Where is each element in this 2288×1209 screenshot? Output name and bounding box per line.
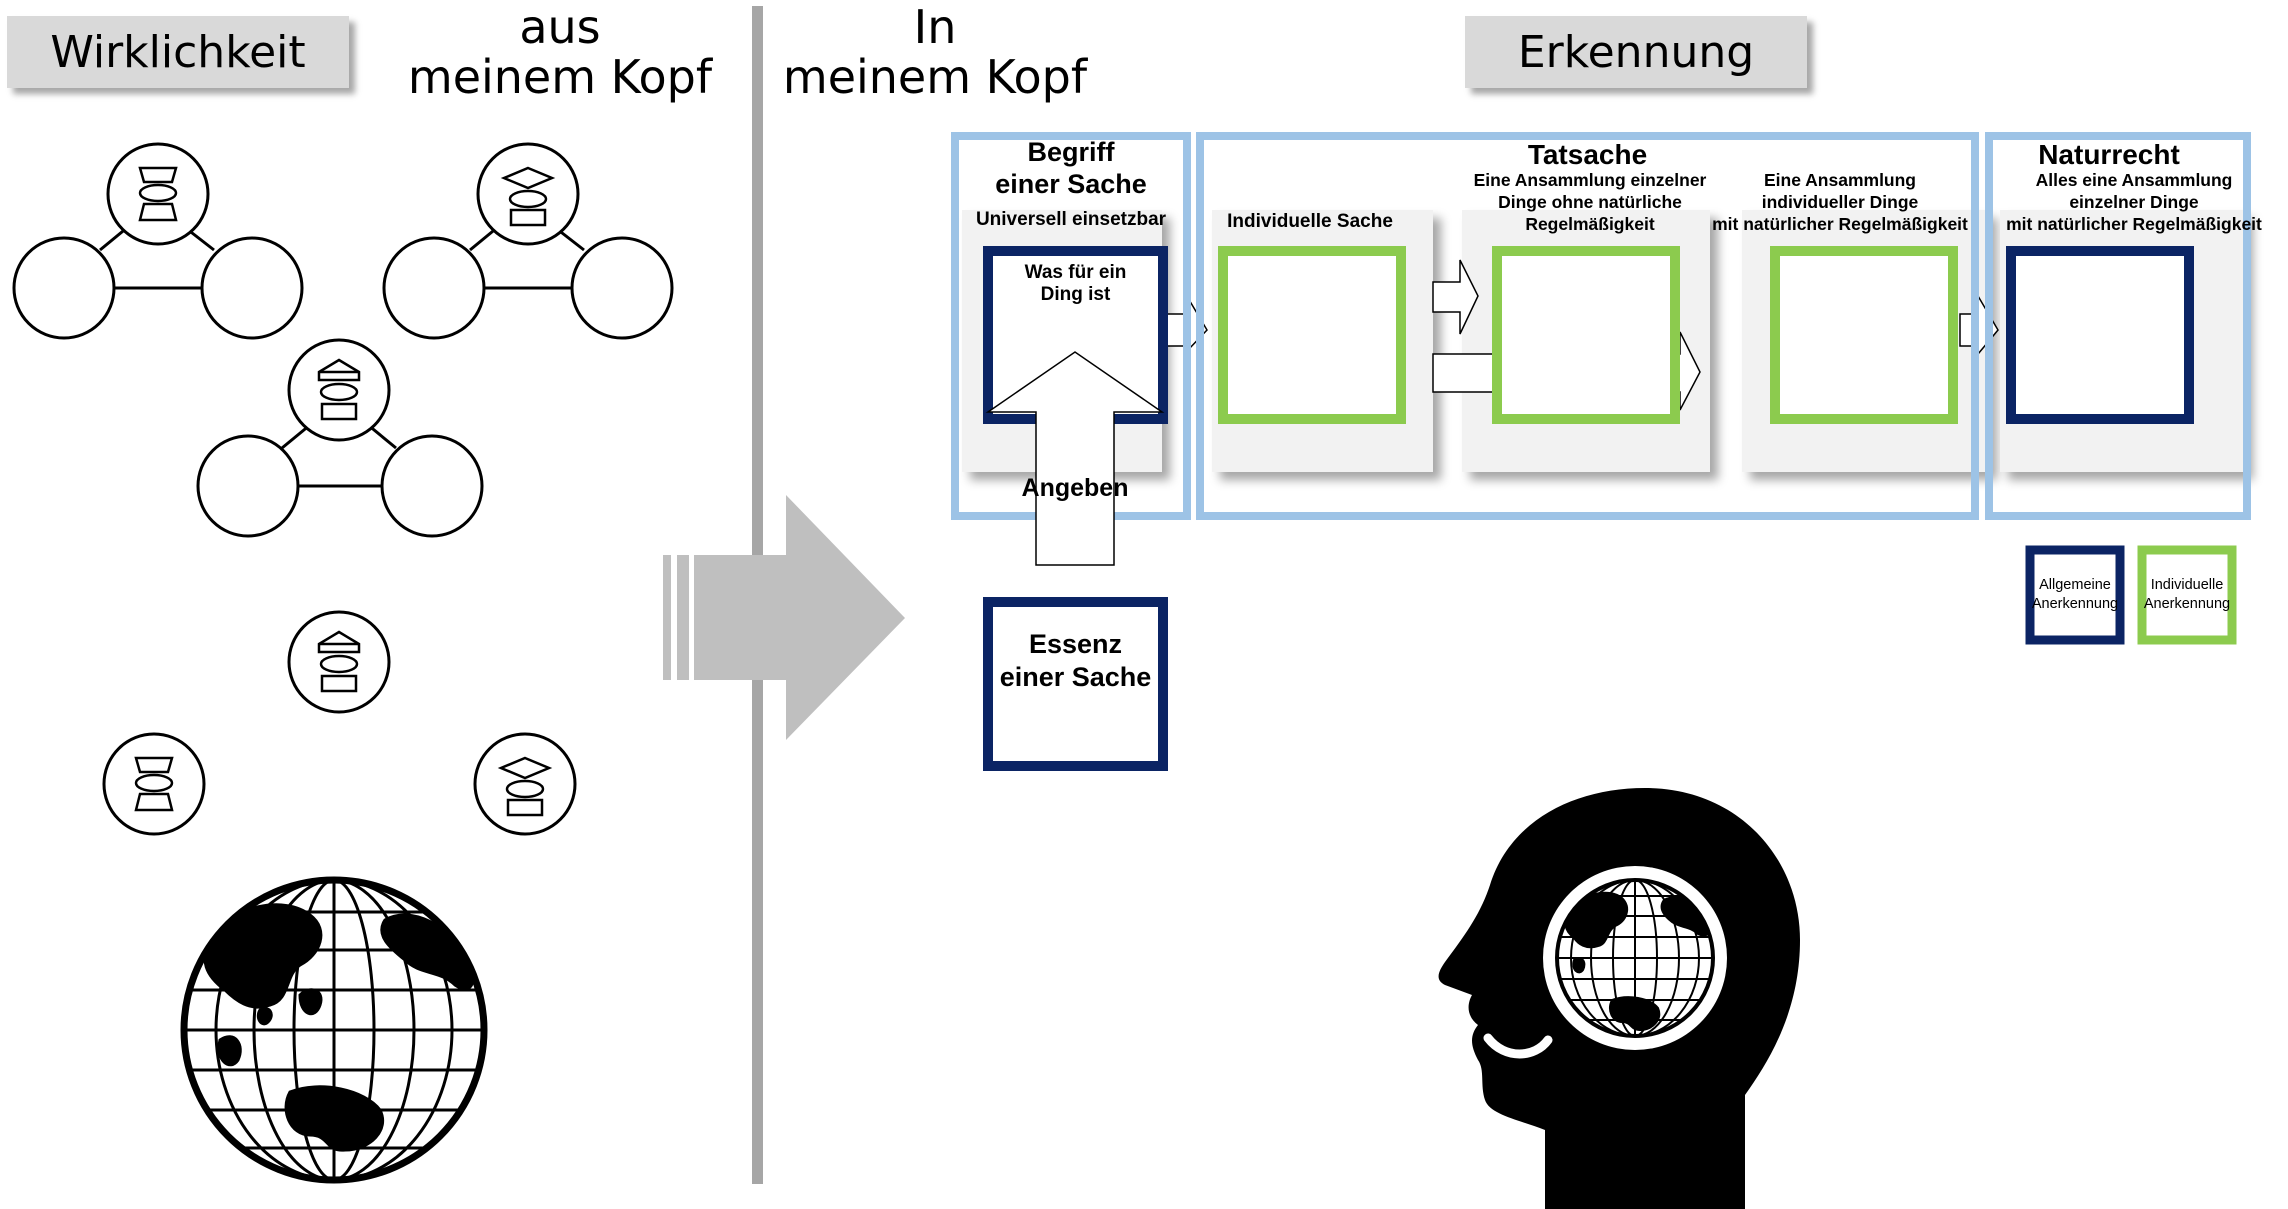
in-my-head-line2: meinem Kopf: [782, 50, 1088, 104]
legend-general-line2: Anerkennung: [2031, 596, 2119, 612]
in-my-head-caption: In meinem Kopf: [780, 2, 1090, 102]
fact-title: Tatsache: [1527, 139, 1648, 170]
concept-title: Begriff einer Sache: [955, 136, 1187, 200]
natural-law-line2: einzelner Dinge: [2069, 192, 2199, 212]
network-icon-1: [12, 142, 304, 340]
essence-line2: einer Sache: [999, 662, 1152, 692]
globe-icon: [180, 876, 488, 1184]
specify-arrow: [985, 351, 1165, 566]
natural-law-label: Alles eine Ansammlung einzelner Dinge mi…: [1994, 169, 2274, 235]
natural-law-line3: mit natürlicher Regelmäßigkeit: [2006, 214, 2262, 234]
fact-col3-line1: Eine Ansammlung: [1763, 170, 1916, 190]
essence-line1: Essenz: [1028, 629, 1123, 659]
concept-inner-label-line1: Was für ein: [1024, 262, 1127, 283]
regular-collection-box: [1770, 246, 1958, 424]
in-my-head-line1: In: [913, 0, 957, 54]
shape-stack-icon-house: [287, 610, 391, 714]
essence-label: Essenz einer Sache: [988, 628, 1163, 694]
fact-col2-label: Eine Ansammlung einzelner Dinge ohne nat…: [1440, 169, 1740, 235]
fact-col2-line3: Regelmäßigkeit: [1525, 214, 1655, 234]
shape-stack-icon-diamond: [473, 732, 577, 836]
recognition-header-label: Erkennung: [1517, 26, 1755, 78]
recognition-header: Erkennung: [1465, 16, 1807, 88]
network-icon-2: [382, 142, 674, 340]
natural-law-box: [2006, 246, 2194, 424]
fact-group-box: [1196, 132, 1979, 520]
fact-col3-line2: individueller Dinge: [1761, 192, 1919, 212]
individual-box: [1218, 246, 1406, 424]
fact-col1-label: Individuelle Sache: [1227, 211, 1393, 232]
legend-general-line1: Allgemeine: [2039, 577, 2111, 593]
natural-law-group-box: [1985, 132, 2251, 520]
head-silhouette-icon: [1438, 788, 1800, 1209]
legend-individual-label: Individuelle Anerkennung: [2136, 576, 2238, 614]
concept-title-line1: Begriff: [1027, 137, 1115, 167]
legend-general-label: Allgemeine Anerkennung: [2024, 576, 2126, 614]
essence-box: [983, 597, 1168, 771]
concept-subtitle: Universell einsetzbar: [975, 209, 1167, 230]
shape-stack-icon-rect: [102, 732, 206, 836]
fact-col2-line1: Eine Ansammlung einzelner: [1473, 170, 1707, 190]
fact-col3-line3: mit natürlicher Regelmäßigkeit: [1712, 214, 1968, 234]
concept-inner-label-line2: Ding ist: [1040, 284, 1111, 305]
from-my-head-line2: meinem Kopf: [407, 50, 713, 104]
legend-general-box: [2025, 545, 2125, 645]
collection-box: [1492, 246, 1680, 424]
reality-header: Wirklichkeit: [7, 16, 349, 88]
legend-individual-line2: Anerkennung: [2143, 596, 2231, 612]
from-my-head-caption: aus meinem Kopf: [400, 2, 720, 102]
legend-individual-line1: Individuelle: [2150, 577, 2224, 593]
specify-label: Angeben: [1021, 474, 1129, 502]
natural-law-line1: Alles eine Ansammlung: [2035, 170, 2233, 190]
from-my-head-line1: aus: [519, 0, 601, 54]
natural-law-title: Naturrecht: [2038, 139, 2180, 170]
fact-col2-line2: Dinge ohne natürliche: [1498, 192, 1682, 212]
fact-col3-label: Eine Ansammlung individueller Dinge mit …: [1700, 169, 1980, 235]
concept-title-line2: einer Sache: [995, 169, 1147, 199]
reality-header-label: Wirklichkeit: [50, 26, 306, 78]
big-arrow-icon: [663, 495, 905, 740]
network-icon-3: [196, 338, 484, 538]
legend-individual-box: [2137, 545, 2237, 645]
concept-inner-label: Was für ein Ding ist: [993, 262, 1158, 306]
